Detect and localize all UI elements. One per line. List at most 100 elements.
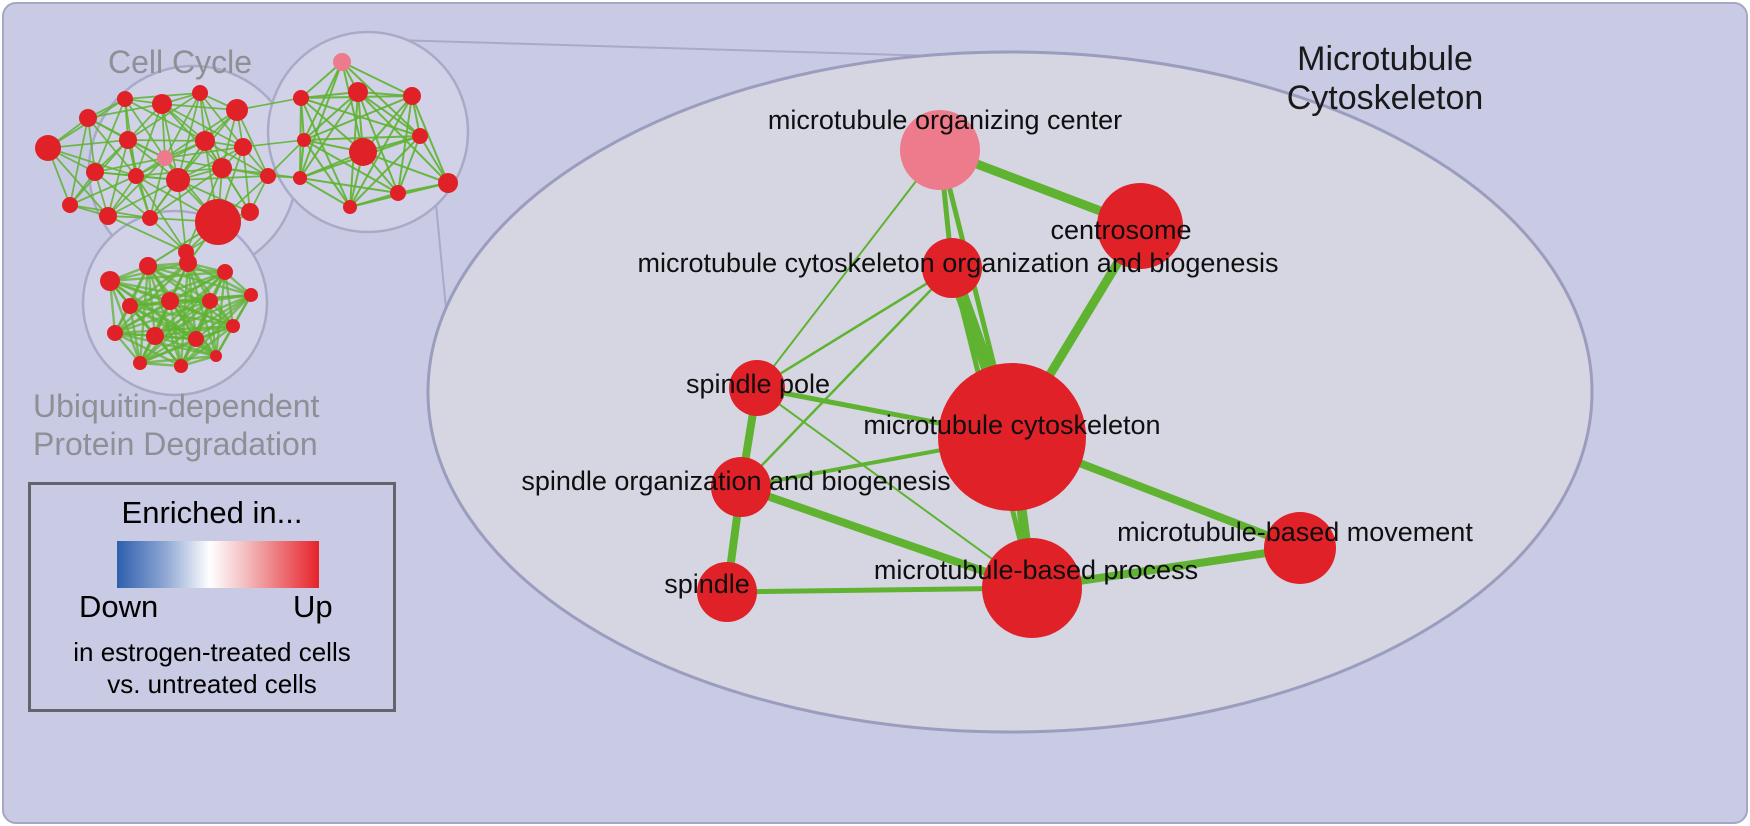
inter-cluster-edge	[267, 139, 305, 177]
mini-node	[343, 200, 357, 214]
mini-node	[62, 197, 78, 213]
mini-edge	[107, 215, 187, 253]
mini-node	[100, 271, 120, 291]
mini-edge	[341, 61, 364, 153]
mini-edge	[236, 109, 269, 177]
mini-edge	[303, 139, 351, 208]
mini-edge	[47, 147, 137, 177]
inter-cluster-edge	[242, 139, 305, 148]
legend-gradient-bar	[117, 541, 319, 588]
mini-node	[348, 82, 368, 102]
zoom-node-moc	[900, 110, 980, 190]
mini-edge	[303, 61, 343, 141]
mini-node	[192, 85, 208, 101]
mini-edge	[411, 95, 449, 184]
mini-node	[133, 356, 147, 370]
mini-edge	[107, 157, 166, 217]
mini-node	[119, 131, 137, 149]
mini-node	[188, 331, 204, 347]
mini-node	[333, 53, 351, 71]
mini-node	[107, 325, 123, 341]
mini-edge	[303, 91, 359, 141]
mini-edge	[204, 140, 269, 177]
mini-edge	[94, 157, 166, 173]
mini-node	[79, 109, 97, 127]
mini-node	[226, 319, 240, 333]
edge-sob-mbp	[737, 483, 1036, 592]
legend-up-label: Up	[293, 589, 333, 624]
zoom-node-label-spindle: spindle	[664, 569, 750, 599]
mini-node	[142, 210, 158, 226]
zoom-node-centrosome	[1097, 183, 1183, 269]
zoom-connector-line	[392, 39, 1006, 59]
mini-node	[412, 128, 428, 144]
edge-mctob-sob	[739, 266, 954, 489]
mini-edge	[127, 92, 201, 141]
cluster-label-cell-cycle: Cell Cycle	[108, 44, 253, 80]
mini-edge	[199, 92, 223, 169]
mini-node	[166, 168, 190, 192]
edge-moc-spindle_pole	[756, 149, 941, 389]
mini-edge	[397, 135, 421, 194]
mini-edge	[177, 179, 251, 213]
zoom-node-label-mbp: microtubule-based process	[874, 555, 1198, 585]
mini-node	[139, 257, 157, 275]
mini-edge	[349, 135, 421, 208]
mini-node	[195, 131, 215, 151]
mini-edge	[129, 262, 189, 307]
mini-edge	[161, 103, 238, 111]
edge-spindle_pole-mbp	[756, 387, 1033, 589]
mini-edge	[169, 299, 234, 328]
mini-edge	[114, 299, 211, 335]
mini-edge	[177, 146, 244, 181]
mini-edge	[47, 147, 109, 217]
mini-edge	[146, 265, 157, 337]
zoom-view-title-line2: Cytoskeleton	[1286, 79, 1484, 118]
mini-node	[99, 207, 117, 225]
cluster-label-ubiquitin: Ubiquitin-dependent Protein Degradation	[33, 388, 319, 464]
zoom-node-label-sob: spindle organization and biogenesis	[521, 466, 950, 496]
mini-edge	[242, 146, 251, 213]
mini-node	[212, 158, 232, 178]
mini-edge	[107, 179, 179, 217]
edge-mctob-spindle_pole	[755, 266, 954, 390]
mini-node	[297, 133, 311, 147]
mini-edge	[357, 91, 421, 137]
mini-edge	[177, 175, 269, 181]
mini-edge	[164, 146, 244, 159]
mini-edge	[127, 139, 206, 142]
mini-edge	[357, 91, 399, 194]
cluster-label-ubiquitin-line1: Ubiquitin-dependent	[33, 388, 320, 424]
mini-edge	[362, 151, 449, 184]
mini-node	[241, 203, 259, 221]
mini-edge	[303, 139, 399, 194]
mini-edge	[299, 91, 359, 179]
mini-node	[117, 91, 133, 107]
mini-edge	[177, 92, 201, 181]
mini-edge	[149, 167, 223, 219]
zoom-node-spindle	[697, 562, 757, 622]
mini-edge	[139, 354, 217, 365]
legend-note-line2: vs. untreated cells	[107, 669, 317, 699]
mini-edge	[47, 139, 129, 149]
mini-edge	[177, 179, 187, 253]
mini-node	[438, 173, 458, 193]
mini-node	[244, 288, 258, 302]
mini-node	[174, 359, 188, 373]
mini-node	[195, 199, 241, 245]
mini-edge	[107, 139, 129, 217]
mini-node	[86, 163, 104, 181]
zoom-view-title: Microtubule Cytoskeleton	[1230, 40, 1540, 118]
mini-edge	[397, 95, 413, 194]
mini-edge	[299, 177, 399, 194]
zoom-node-label-mctob: microtubule cytoskeleton organization an…	[638, 248, 1279, 278]
mini-edge	[69, 175, 137, 206]
mini-node	[403, 87, 421, 105]
mini-node	[260, 168, 276, 184]
mini-edge	[349, 95, 413, 208]
zoom-node-sob	[711, 457, 771, 517]
mini-node	[35, 135, 61, 161]
legend-down-label: Down	[79, 589, 159, 624]
